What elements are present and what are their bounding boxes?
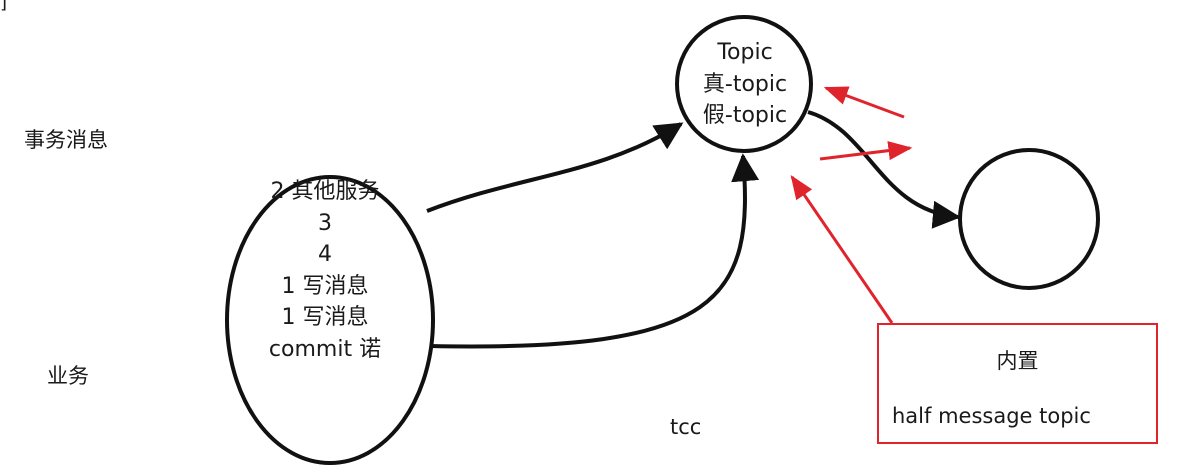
- consumer-circle: [958, 148, 1100, 290]
- arrow-producer-to-topic-upper: [426, 122, 684, 213]
- red-arrow-out-of-topic: [819, 141, 913, 161]
- red-arrow-into-topic: [823, 86, 905, 119]
- arrow-topic-to-consumer: [807, 110, 961, 229]
- corner-mark: ]: [0, 0, 8, 13]
- producer-line: commit 诺: [268, 336, 382, 362]
- producer-ellipse: [225, 175, 435, 465]
- internal-box-title: 内置: [996, 349, 1039, 373]
- producer-line: 1 写消息: [281, 305, 369, 330]
- producer-line: 3: [318, 210, 332, 236]
- producer-line: 1 写消息: [281, 273, 369, 299]
- topic-node-text: Topic 真-topic 假-topic: [680, 37, 810, 132]
- internal-topic-box: 内置 half message topic: [877, 323, 1158, 444]
- label-transaction-message: 事务消息: [24, 128, 108, 152]
- arrow-producer-to-topic-lower: [429, 153, 760, 349]
- internal-box-subtitle: half message topic: [892, 404, 1091, 428]
- topic-line: Topic: [717, 40, 773, 65]
- topic-circle: [675, 15, 813, 153]
- producer-line: 4: [318, 242, 332, 267]
- topic-line: 假-topic: [702, 103, 788, 128]
- red-arrow-box-to-topic: [790, 175, 894, 324]
- producer-line: 2 其他服务: [270, 179, 380, 204]
- producer-node-text: 2 其他服务 3 4 1 写消息 1 写消息 commit 诺: [230, 176, 420, 365]
- label-tcc: tcc: [670, 415, 702, 439]
- topic-line: 真-topic: [702, 71, 788, 97]
- label-business: 业务: [47, 364, 89, 388]
